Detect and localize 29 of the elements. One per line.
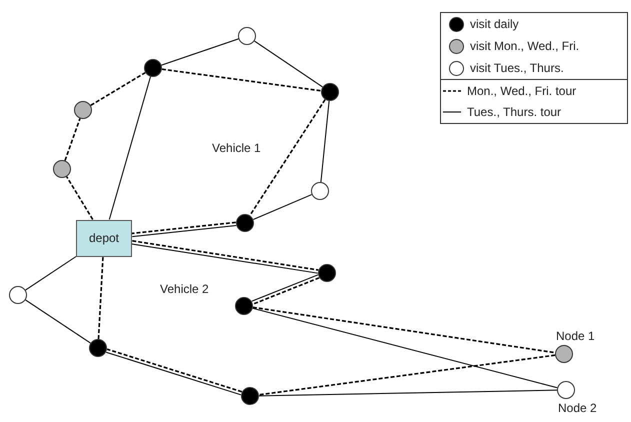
route-line — [252, 306, 556, 354]
depot-box: depot — [76, 220, 132, 256]
legend-text: Mon., Wed., Fri. tour — [467, 82, 576, 100]
route-line — [132, 225, 237, 238]
route-line — [108, 76, 151, 220]
route-line — [25, 256, 77, 291]
route-line — [98, 256, 104, 340]
legend-text: visit daily — [470, 16, 519, 33]
route-line — [66, 176, 94, 220]
vehicle-label: Vehicle 2 — [160, 283, 209, 295]
route-line — [162, 68, 322, 92]
route-line — [258, 390, 558, 396]
route-line — [252, 194, 312, 220]
node-label: Node 1 — [556, 330, 595, 342]
legend-text: Tues., Thurs. tour — [467, 104, 562, 121]
route-line — [249, 99, 326, 216]
route-line — [161, 38, 239, 66]
route-line — [64, 118, 81, 161]
node-label: Node 2 — [558, 402, 597, 414]
route-line — [25, 299, 91, 344]
route-line — [90, 72, 146, 106]
route-line — [252, 308, 558, 388]
route-line — [132, 222, 236, 234]
legend-text: visit Tues., Thurs. — [470, 60, 564, 77]
route-line — [320, 100, 330, 183]
route-line — [258, 354, 556, 396]
legend-text: visit Mon., Wed., Fri. — [470, 38, 580, 55]
vehicle-label: Vehicle 1 — [212, 142, 261, 154]
route-line — [254, 40, 324, 88]
